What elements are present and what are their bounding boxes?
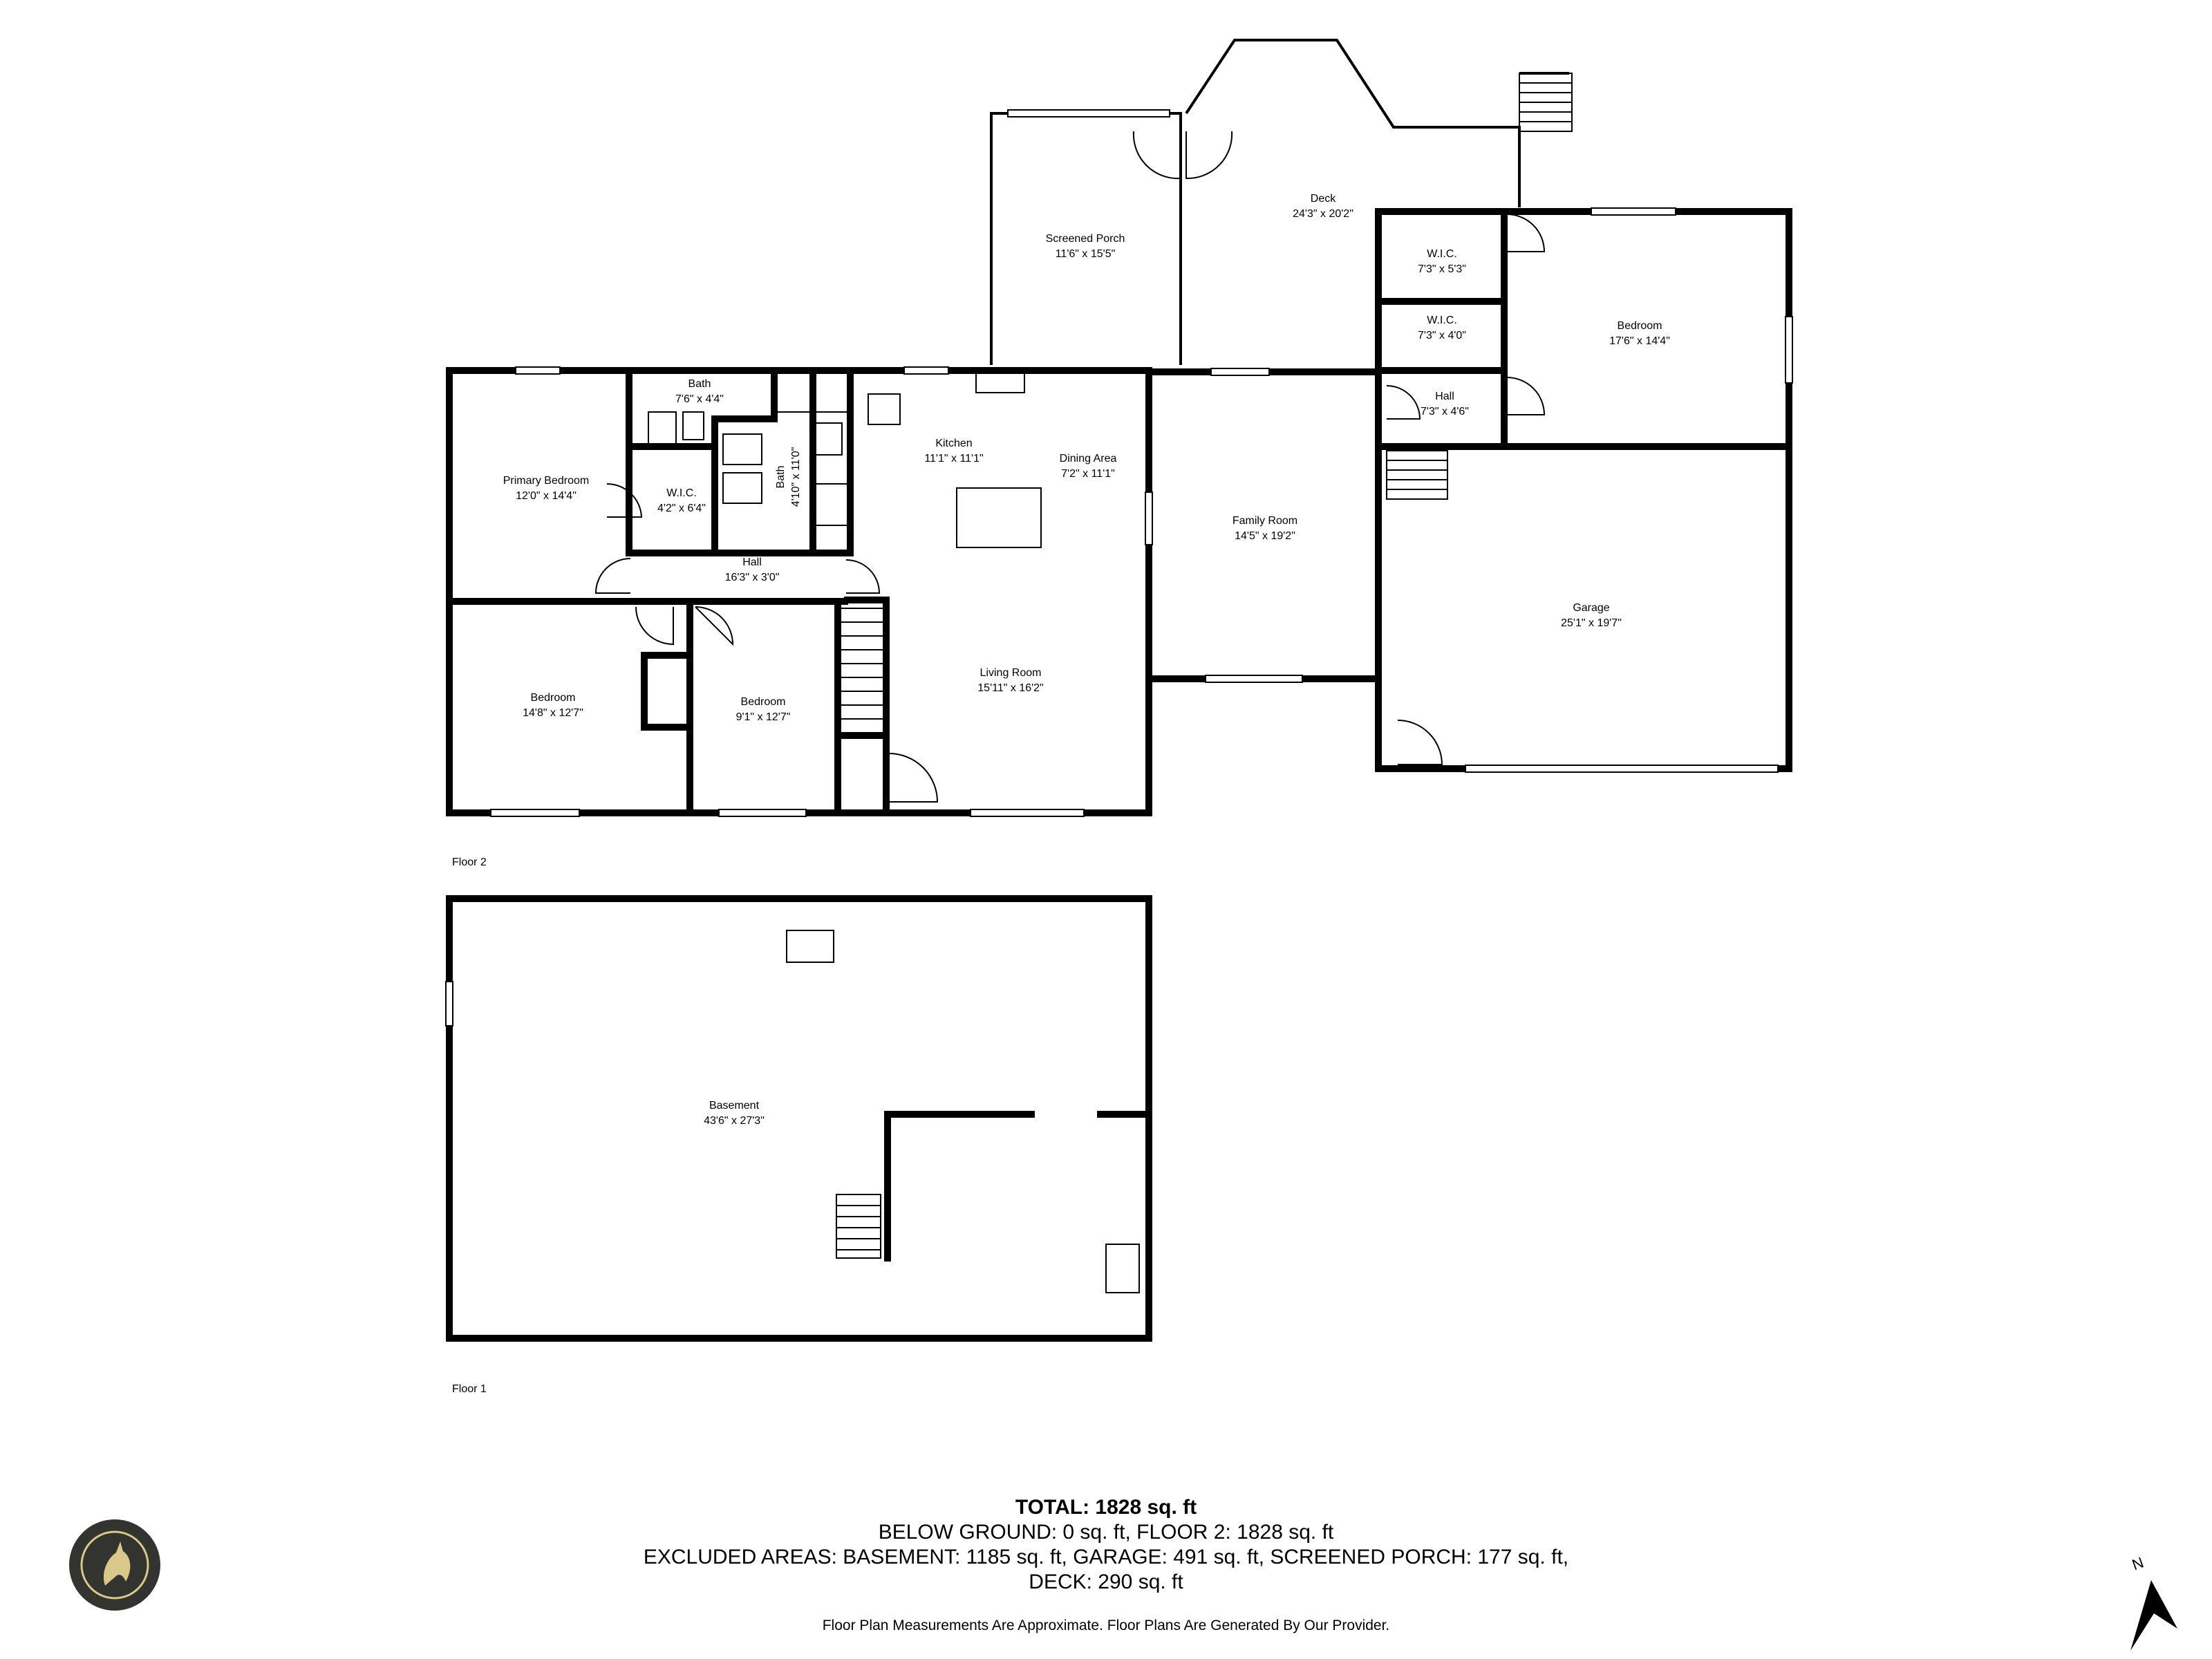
north-label: N (2130, 1554, 2146, 1574)
floor1-walls (446, 895, 1152, 1342)
screened-porch-name: Screened Porch (1046, 233, 1125, 245)
excluded-areas: EXCLUDED AREAS: BASEMENT: 1185 sq. ft, G… (643, 1546, 1569, 1568)
bedroom-east-name: Bedroom (1618, 320, 1662, 332)
primary-bedroom-dims: 12'0" x 14'4" (516, 490, 577, 502)
bath-side-dims: 4'10" x 11'0" (790, 447, 802, 507)
wic-mid-name: W.I.C. (1427, 315, 1457, 326)
kitchen-dims: 11'1" x 11'1" (924, 453, 983, 465)
hall-main-name: Hall (742, 556, 762, 568)
bedroom-east-dims: 17'6" x 14'4" (1609, 335, 1670, 347)
wolf-logo-icon (69, 1519, 160, 1611)
wic-mid-dims: 7'3" x 4'0" (1418, 330, 1466, 341)
deck-area: DECK: 290 sq. ft (1029, 1571, 1183, 1593)
screened-porch-dims: 11'6" x 15'5" (1056, 248, 1116, 260)
floor1-label: Floor 1 (452, 1383, 487, 1395)
door-swings (594, 131, 1546, 803)
hall-east-name: Hall (1435, 391, 1454, 402)
basement-dims: 43'6" x 27'3" (704, 1115, 765, 1127)
bath-top-dims: 7'6" x 4'4" (675, 393, 724, 405)
family-room-dims: 14'5" x 19'2" (1235, 530, 1295, 542)
windows (490, 109, 1793, 817)
dining-dims: 7'2" x 11'1" (1061, 468, 1115, 480)
floor2-walls (446, 208, 1792, 816)
family-room-name: Family Room (1232, 515, 1297, 527)
total-area: TOTAL: 1828 sq. ft (1015, 1496, 1197, 1519)
garage-dims: 25'1" x 19'7" (1561, 617, 1622, 629)
garage-name: Garage (1573, 602, 1609, 614)
wic-upper-name: W.I.C. (1427, 248, 1457, 260)
hall-east-dims: 7'3" x 4'6" (1421, 406, 1469, 418)
basement-window (445, 981, 453, 1027)
living-room-name: Living Room (980, 667, 1042, 679)
bedroom-sw-name: Bedroom (531, 692, 576, 704)
hall-main-dims: 16'3" x 3'0" (725, 572, 780, 583)
north-arrow-icon: N (2130, 1554, 2177, 1651)
bedroom-small-dims: 9'1" x 12'7" (736, 711, 791, 723)
interior-stairs (840, 450, 1448, 733)
basement-stairs (836, 1194, 881, 1259)
wic-primary-name: W.I.C. (666, 487, 697, 499)
floor2-label: Floor 2 (452, 856, 487, 868)
porch-deck-outline (990, 39, 1569, 365)
bath-side-name: Bath (775, 466, 787, 489)
primary-bedroom-name: Primary Bedroom (503, 475, 589, 487)
deck-name: Deck (1311, 193, 1336, 205)
deck-stairs (1519, 73, 1573, 132)
bath-top-name: Bath (688, 378, 711, 390)
wic-upper-dims: 7'3" x 5'3" (1418, 263, 1466, 275)
wic-primary-dims: 4'2" x 6'4" (657, 503, 706, 514)
disclaimer: Floor Plan Measurements Are Approximate.… (822, 1618, 1390, 1633)
bedroom-sw-dims: 14'8" x 12'7" (523, 707, 583, 719)
deck-dims: 24'3" x 20'2" (1293, 208, 1353, 220)
fixtures (648, 371, 1140, 1293)
dining-name: Dining Area (1060, 453, 1117, 465)
area-breakdown: BELOW GROUND: 0 sq. ft, FLOOR 2: 1828 sq… (878, 1521, 1334, 1544)
basement-name: Basement (709, 1100, 760, 1112)
bedroom-small-name: Bedroom (741, 696, 786, 708)
living-room-dims: 15'11" x 16'2" (977, 682, 1043, 694)
room-labels: Screened Porch 11'6" x 15'5" Deck 24'3" … (503, 193, 1670, 1127)
kitchen-name: Kitchen (935, 438, 972, 449)
